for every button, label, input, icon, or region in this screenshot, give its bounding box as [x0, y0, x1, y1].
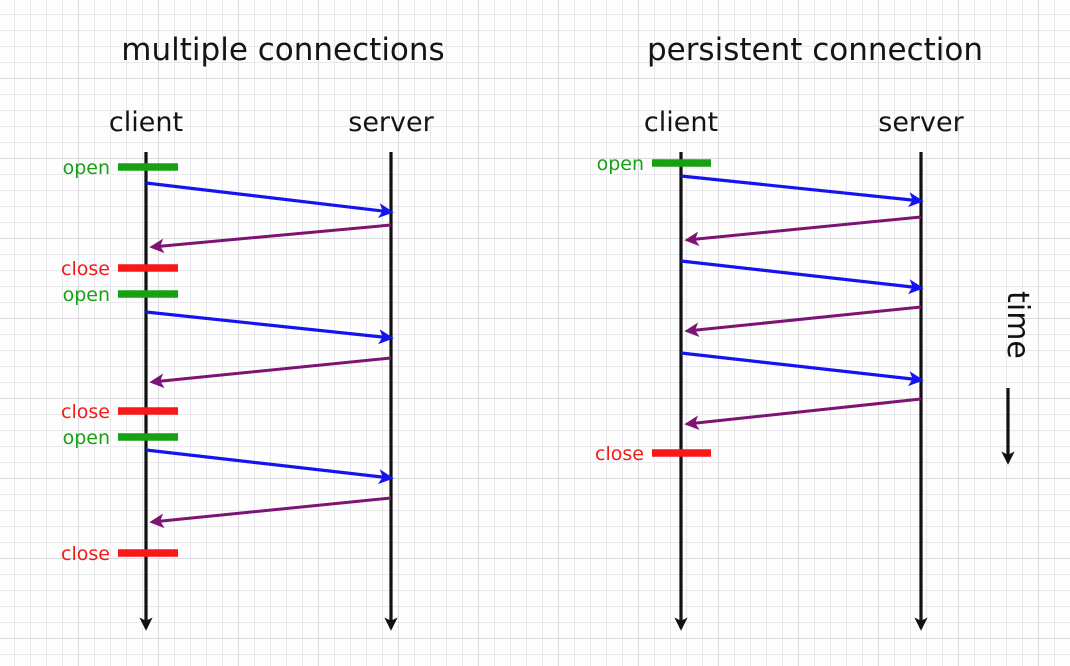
- panel-persistent-connection: persistent connection client server open…: [595, 32, 983, 631]
- event-label-close: close: [595, 443, 644, 465]
- message-request-arrow: [145, 181, 394, 219]
- panel-title-persistent-connection: persistent connection: [647, 32, 983, 68]
- actor-label-client: client: [109, 107, 183, 138]
- event-label-close: close: [61, 543, 110, 565]
- event-label-open: open: [597, 153, 644, 175]
- message-request-arrow: [145, 310, 394, 345]
- message-request-arrow: [145, 448, 394, 485]
- time-axis: time: [1000, 291, 1035, 465]
- event-label-open: open: [63, 157, 110, 179]
- event-label-open: open: [63, 427, 110, 449]
- message-response-arrow: [684, 305, 922, 338]
- actor-label-server: server: [878, 107, 964, 138]
- time-axis-label: time: [1000, 291, 1035, 359]
- panel-multiple-connections: multiple connections client server open …: [61, 32, 445, 631]
- message-response-arrow: [149, 496, 392, 529]
- event-label-close: close: [61, 401, 110, 423]
- message-response-arrow: [684, 215, 922, 247]
- message-response-arrow: [149, 223, 392, 254]
- message-request-arrow: [680, 259, 924, 295]
- message-request-arrow: [680, 174, 924, 208]
- actor-label-client: client: [644, 107, 718, 138]
- actor-label-server: server: [348, 107, 434, 138]
- panel-title-multiple-connections: multiple connections: [121, 32, 444, 68]
- message-response-arrow: [149, 356, 392, 389]
- event-label-open: open: [63, 284, 110, 306]
- message-request-arrow: [680, 351, 924, 387]
- message-response-arrow: [684, 397, 922, 430]
- event-label-close: close: [61, 258, 110, 280]
